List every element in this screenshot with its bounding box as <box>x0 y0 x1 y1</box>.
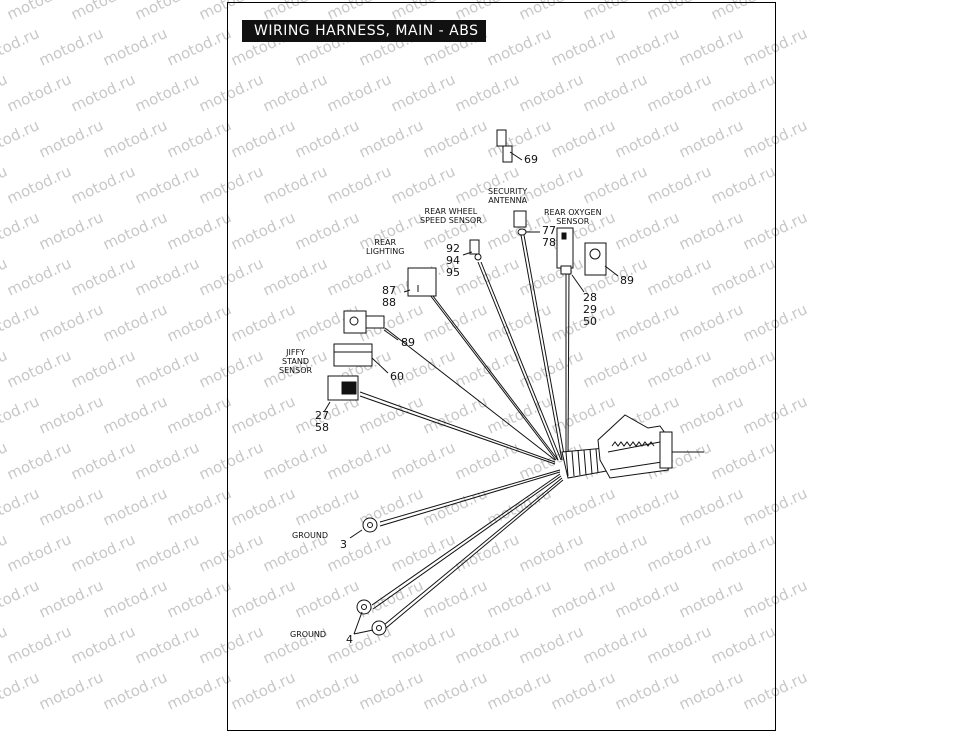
wheel-speed-connector <box>469 239 480 255</box>
callout-87-88: 87 88 <box>382 284 396 309</box>
wire-jiffy <box>359 391 556 463</box>
wire-ground-4b <box>383 477 563 626</box>
security-antenna-connector <box>513 210 527 228</box>
rear-lighting-label: REAR LIGHTING <box>366 238 405 256</box>
callout-77-78: 77 78 <box>542 224 556 249</box>
callout-28-29-50: 28 29 50 <box>583 291 597 328</box>
wire-wheel-speed <box>477 261 559 461</box>
rear-wheel-speed-sensor-label: REAR WHEEL SPEED SENSOR <box>420 207 482 225</box>
callout-60: 60 <box>390 370 404 383</box>
callout-69: 69 <box>524 153 538 166</box>
ground-label-upper: GROUND <box>292 531 329 540</box>
jiffy-stand-sensor-label: JIFFY STAND SENSOR <box>279 348 313 375</box>
callout-4: 4 <box>346 633 353 646</box>
rear-lighting-connector <box>407 267 437 297</box>
security-antenna-label: SECURITY ANTENNA <box>488 187 528 205</box>
diagram-frame <box>227 2 776 731</box>
wire-rear-lighting <box>429 294 557 461</box>
rear-oxygen-sensor-label: REAR OXYGEN SENSOR <box>544 208 602 226</box>
callout-3: 3 <box>340 538 347 551</box>
wire-security-antenna <box>520 234 563 461</box>
ground-label-lower: GROUND <box>290 630 327 639</box>
connector-60 <box>333 343 373 367</box>
callout-27-58: 27 58 <box>315 409 329 434</box>
callout-89-right: 89 <box>620 274 634 287</box>
page-title: WIRING HARNESS, MAIN - ABS <box>242 20 486 42</box>
wire-connector-89 <box>384 327 556 461</box>
callout-89-left: 89 <box>401 336 415 349</box>
connector-69 <box>496 129 507 147</box>
callout-92-94-95: 92 94 95 <box>446 242 460 279</box>
wire-ground-3 <box>379 469 561 523</box>
wire-ground-4a <box>371 473 561 606</box>
